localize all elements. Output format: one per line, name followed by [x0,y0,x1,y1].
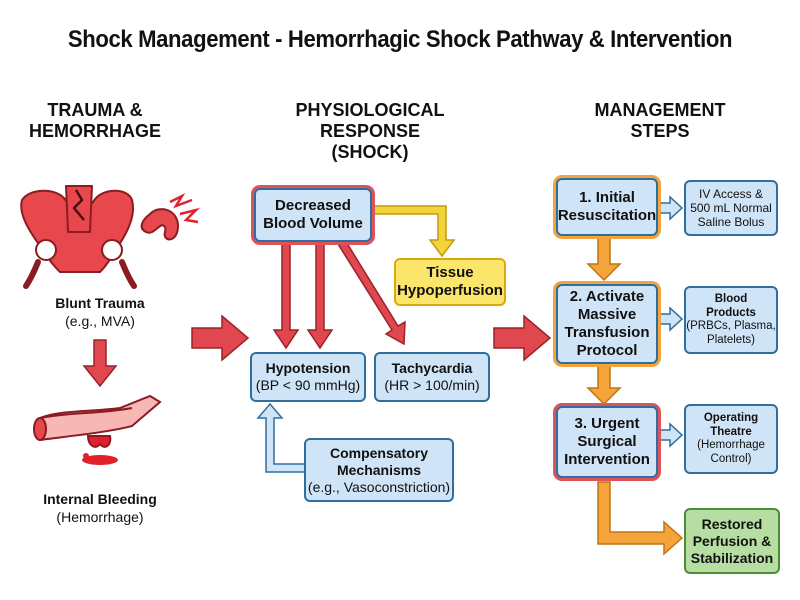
box-sub: (PRBCs, Plasma, [686,320,776,332]
arrows-blood-volume-down [272,238,406,350]
box-line: Tissue [426,264,474,281]
step3-urgent-surgical: 3. Urgent Surgical Intervention [556,406,658,478]
label-sub: (e.g., MVA) [65,313,135,329]
box-line: Protocol [576,342,638,359]
box-line: Restored [701,515,763,532]
box-line: 500 mL Normal [690,201,772,215]
box-title: Products [706,306,756,319]
internal-bleeding-label: Internal Bleeding (Hemorrhage) [20,490,180,526]
box-line: Resuscitation [557,207,657,224]
restored-perfusion-outcome: Restored Perfusion & Stabilization [684,508,780,574]
box-title: Operating [703,412,759,424]
box-line: Intervention [564,451,650,468]
iv-access-detail: IV Access & 500 mL Normal Saline Bolus [684,180,778,236]
box-line: 1. Initial [579,189,635,206]
tissue-hypoperfusion-box: Tissue Hypoperfusion [394,258,506,306]
box-line: Hypoperfusion [397,282,503,299]
box-sub: Control) [710,452,752,465]
heading-line: HEMORRHAGE [28,121,161,141]
box-title: Theatre [710,425,752,438]
box-title: Hypotension [265,360,351,376]
box-line: Stabilization [690,549,774,566]
bleeding-vessel-icon [33,394,162,465]
box-line: Saline Bolus [697,215,765,229]
arrow-middle-to-right [493,314,552,362]
column-heading-management: MANAGEMENT STEPS [570,100,750,142]
compensatory-mechanisms-box: Compensatory Mechanisms (e.g., Vasoconst… [304,438,454,502]
box-sub: (e.g., Vasoconstriction) [307,478,451,495]
box-title: Tachycardia [391,360,473,376]
pelvis-fracture-icon [20,185,137,289]
step1-initial-resuscitation: 1. Initial Resuscitation [556,178,658,236]
box-sub: (BP < 90 mmHg) [255,377,361,393]
label-sub: (Hemorrhage) [56,509,144,525]
page-title: Shock Management - Hemorrhagic Shock Pat… [67,26,733,53]
box-title: Compensatory [329,444,429,461]
arrow-trauma-to-bleeding [82,339,118,388]
decreased-blood-volume-box: Decreased Blood Volume [254,188,372,242]
blunt-trauma-label: Blunt Trauma (e.g., MVA) [20,294,180,330]
column-heading-trauma: TRAUMA & HEMORRHAGE [20,100,170,142]
box-sub: Platelets) [707,333,755,346]
box-line: IV Access & [698,187,764,201]
arrow-compensatory-to-hypotension [256,402,307,473]
box-line: Blood Volume [263,215,363,232]
arrow-to-hypoperfusion [371,205,456,258]
column-heading-physiology: PHYSIOLOGICAL RESPONSE (SHOCK) [250,100,490,163]
box-title: Mechanisms [336,461,422,478]
box-sub: (Hemorrhage [697,439,765,451]
arrow-left-to-middle [191,314,250,362]
organ-injury-icon [140,192,201,241]
heading-line: PHYSIOLOGICAL RESPONSE [295,100,445,141]
box-sub: (HR > 100/min) [384,377,480,393]
blood-products-detail: Blood Products (PRBCs, Plasma, Platelets… [684,286,778,354]
box-line: Decreased [275,197,351,214]
hypotension-box: Hypotension (BP < 90 mmHg) [250,352,366,402]
heading-line: MANAGEMENT [594,100,726,120]
operating-theatre-detail: Operating Theatre (Hemorrhage Control) [684,404,778,474]
step2-massive-transfusion: 2. Activate Massive Transfusion Protocol [556,284,658,364]
box-line: Transfusion [564,324,650,341]
box-line: 2. Activate [569,288,645,305]
heading-line: STEPS [630,121,690,141]
heading-line: TRAUMA & [47,100,143,120]
label-title: Blunt Trauma [55,295,145,311]
label-title: Internal Bleeding [43,491,157,507]
heading-line: (SHOCK) [331,142,409,162]
blue-arrows-to-details [657,195,684,448]
box-line: Surgical [577,433,637,450]
box-line: 3. Urgent [574,415,640,432]
box-line: Perfusion & [692,532,772,549]
tachycardia-box: Tachycardia (HR > 100/min) [374,352,490,402]
orange-arrows-steps [586,237,684,556]
box-title: Blood [714,293,748,305]
box-line: Massive [577,306,637,323]
